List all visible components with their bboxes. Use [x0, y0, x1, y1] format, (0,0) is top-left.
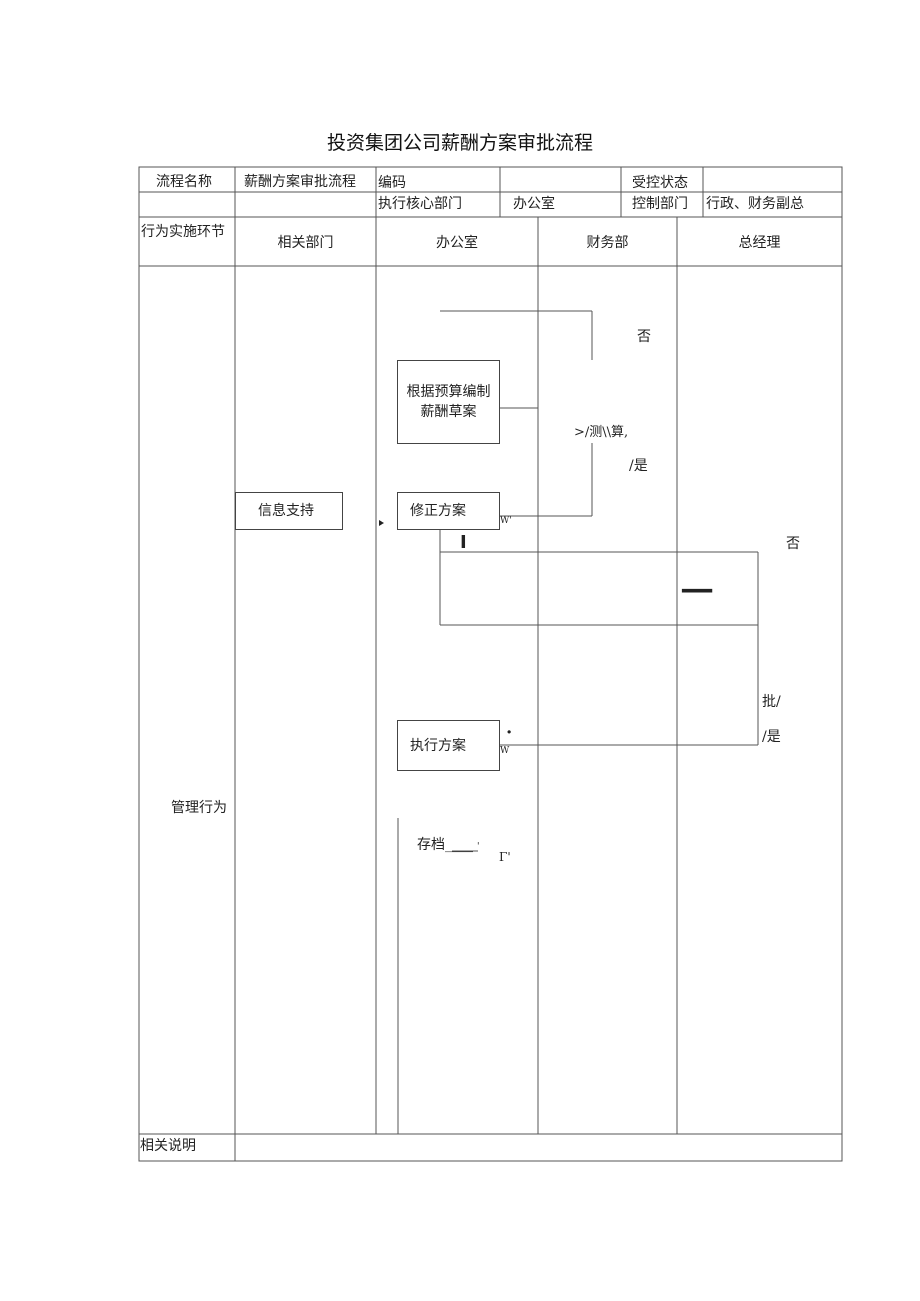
approve-label: 批/	[762, 694, 781, 710]
node-revise-label: 修正方案	[410, 503, 466, 519]
decision-yes-2: /是	[762, 729, 781, 745]
mark-gamma: Γ'	[499, 850, 511, 864]
mark-comma: '	[477, 842, 480, 852]
control-dept-label: 控制部门	[632, 196, 688, 212]
mark-bar: I	[460, 532, 467, 553]
decision-yes-1: /是	[629, 458, 648, 474]
finance-header: 财务部	[586, 235, 629, 251]
page-title: 投资集团公司薪酬方案审批流程	[326, 132, 593, 154]
office-header: 办公室	[436, 235, 478, 251]
process-name-label: 流程名称	[156, 174, 212, 190]
process-name-value: 薪酬方案审批流程	[244, 174, 356, 190]
node-draft-label: 根据预算编制薪酬草案	[406, 384, 491, 420]
exec-dept-value: 办公室	[513, 196, 555, 212]
stage-header: 行为实施环节	[141, 224, 225, 240]
code-label: 编码	[378, 175, 406, 191]
mark-w1: W'	[500, 516, 512, 526]
mark-dot: ·	[506, 722, 513, 743]
node-info-label: 信息支持	[258, 503, 314, 519]
mark-w2: W	[500, 746, 510, 756]
footer-label: 相关说明	[140, 1138, 196, 1154]
gm-header: 总经理	[738, 235, 781, 251]
node-info-support: 信息支持	[235, 492, 343, 530]
decision-no-2: 否	[786, 536, 800, 552]
row-label: 管理行为	[171, 800, 227, 816]
control-status-label: 受控状态	[632, 175, 688, 191]
node-draft: 根据预算编制薪酬草案	[397, 360, 500, 444]
decision-no-1: 否	[637, 329, 651, 345]
mark-dash: 一	[681, 573, 714, 611]
related-dept-header: 相关部门	[277, 235, 334, 251]
node-execute-label: 执行方案	[410, 737, 466, 754]
control-dept-value: 行政、财务副总	[706, 196, 804, 212]
finance-check-label: >/测\\算,	[574, 425, 629, 440]
node-archive: 存档____	[417, 837, 473, 853]
node-execute: 执行方案	[397, 720, 500, 771]
exec-dept-label: 执行核心部门	[378, 196, 462, 212]
node-revise: 修正方案	[397, 492, 500, 530]
